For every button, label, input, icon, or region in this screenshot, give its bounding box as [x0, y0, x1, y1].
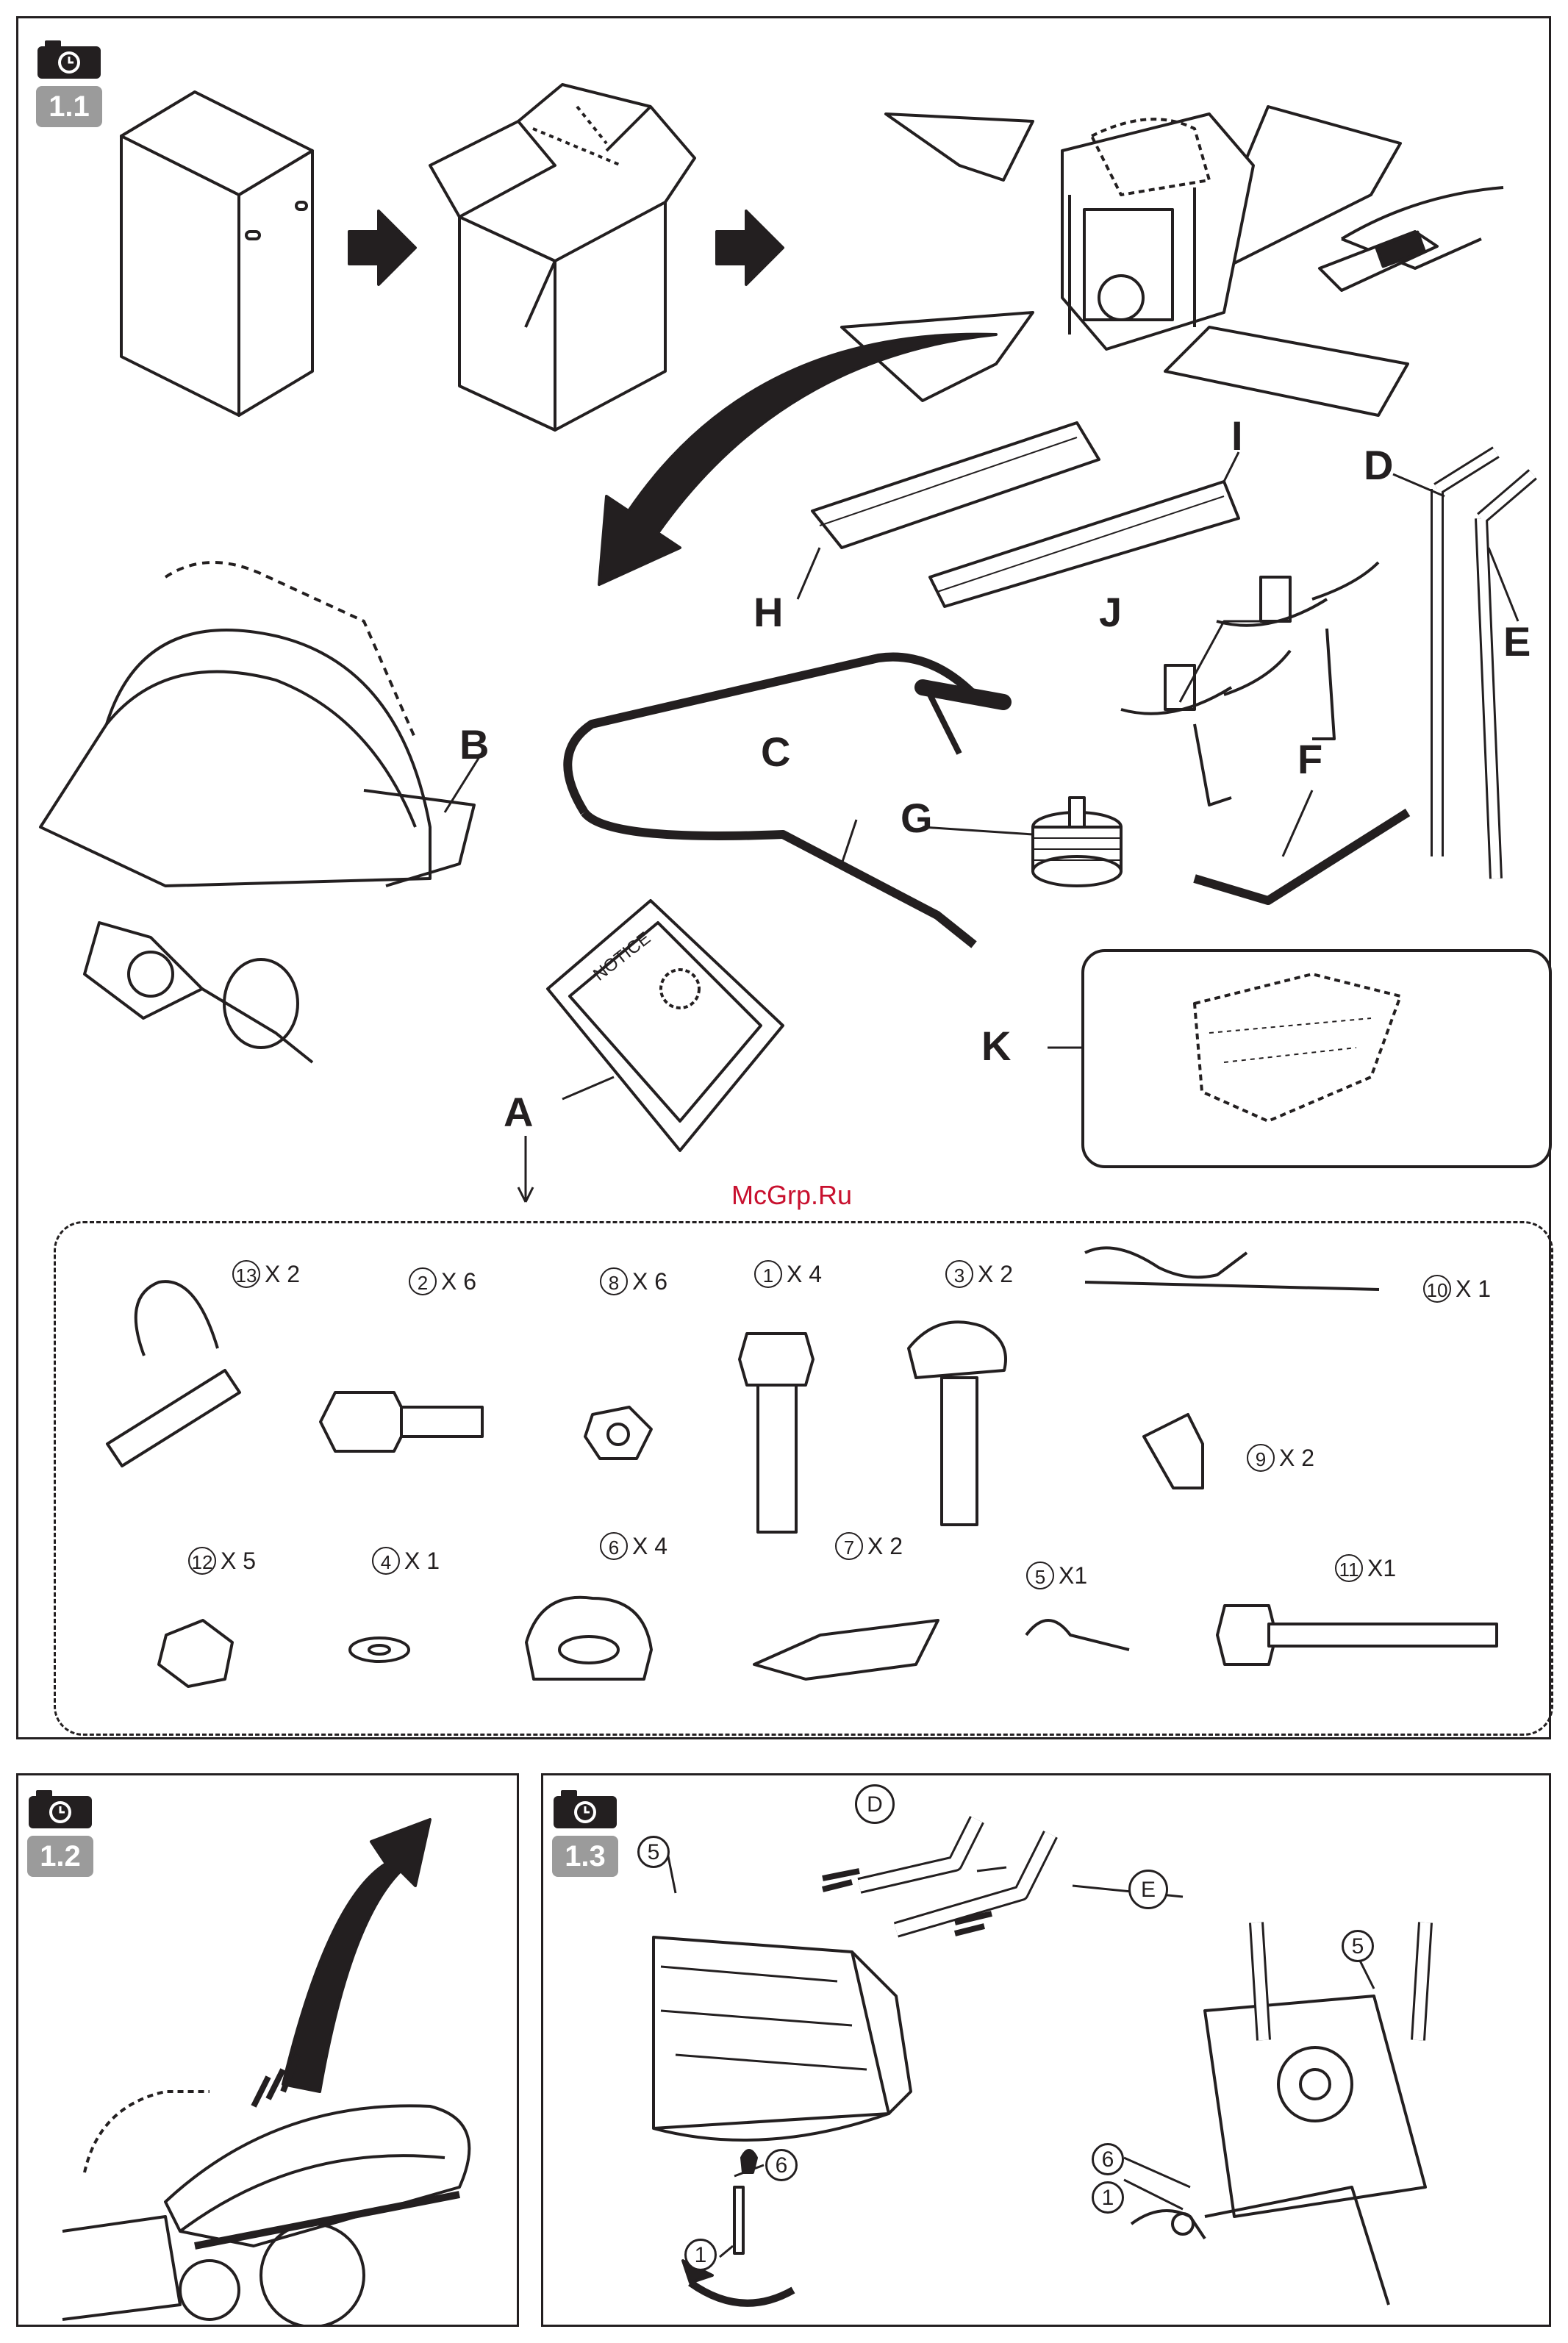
part-label-h: H	[753, 592, 783, 633]
callout-1: 1	[684, 2239, 717, 2271]
part-label-a: A	[504, 1092, 533, 1133]
part-label-c: C	[761, 731, 790, 773]
part-label-e: E	[1503, 621, 1531, 662]
callout-6: 6	[765, 2149, 798, 2181]
arrow-right-icon	[349, 211, 415, 285]
arrow-right-icon	[717, 211, 783, 285]
callout-d: D	[855, 1784, 895, 1824]
step-1-2-illustration	[18, 1775, 517, 2325]
part-b-tiller-body	[40, 562, 474, 1062]
curved-arrow-icon	[283, 1820, 430, 2092]
part-label-j: J	[1099, 592, 1122, 633]
part-k-box	[1081, 949, 1552, 1168]
part-j-wheel-brackets	[1121, 562, 1378, 805]
callout-e: E	[1128, 1870, 1168, 1909]
panel-step-1-2: 1.2	[16, 1773, 519, 2327]
hardware-illustration	[56, 1223, 1551, 1734]
callout-5: 5	[637, 1836, 670, 1868]
panel-step-1-3: 1.3	[541, 1773, 1551, 2327]
part-label-g: G	[901, 798, 933, 839]
part-label-b: B	[459, 724, 489, 765]
callout-5: 5	[1342, 1930, 1374, 1962]
part-h-plate	[812, 423, 1099, 548]
part-label-f: F	[1297, 739, 1322, 780]
closed-box	[121, 92, 312, 415]
rotate-arrow-icon	[690, 2283, 793, 2303]
panel-step-1-1: 1.1	[16, 16, 1551, 1739]
part-label-k: K	[981, 1026, 1011, 1067]
callout-1: 1	[1092, 2181, 1124, 2214]
part-label-i: I	[1231, 415, 1243, 457]
open-box	[430, 85, 695, 430]
unboxed-tiller	[842, 107, 1408, 415]
watermark: McGrp.Ru	[731, 1180, 852, 1211]
part-label-d: D	[1364, 445, 1393, 486]
callout-6: 6	[1092, 2143, 1124, 2175]
